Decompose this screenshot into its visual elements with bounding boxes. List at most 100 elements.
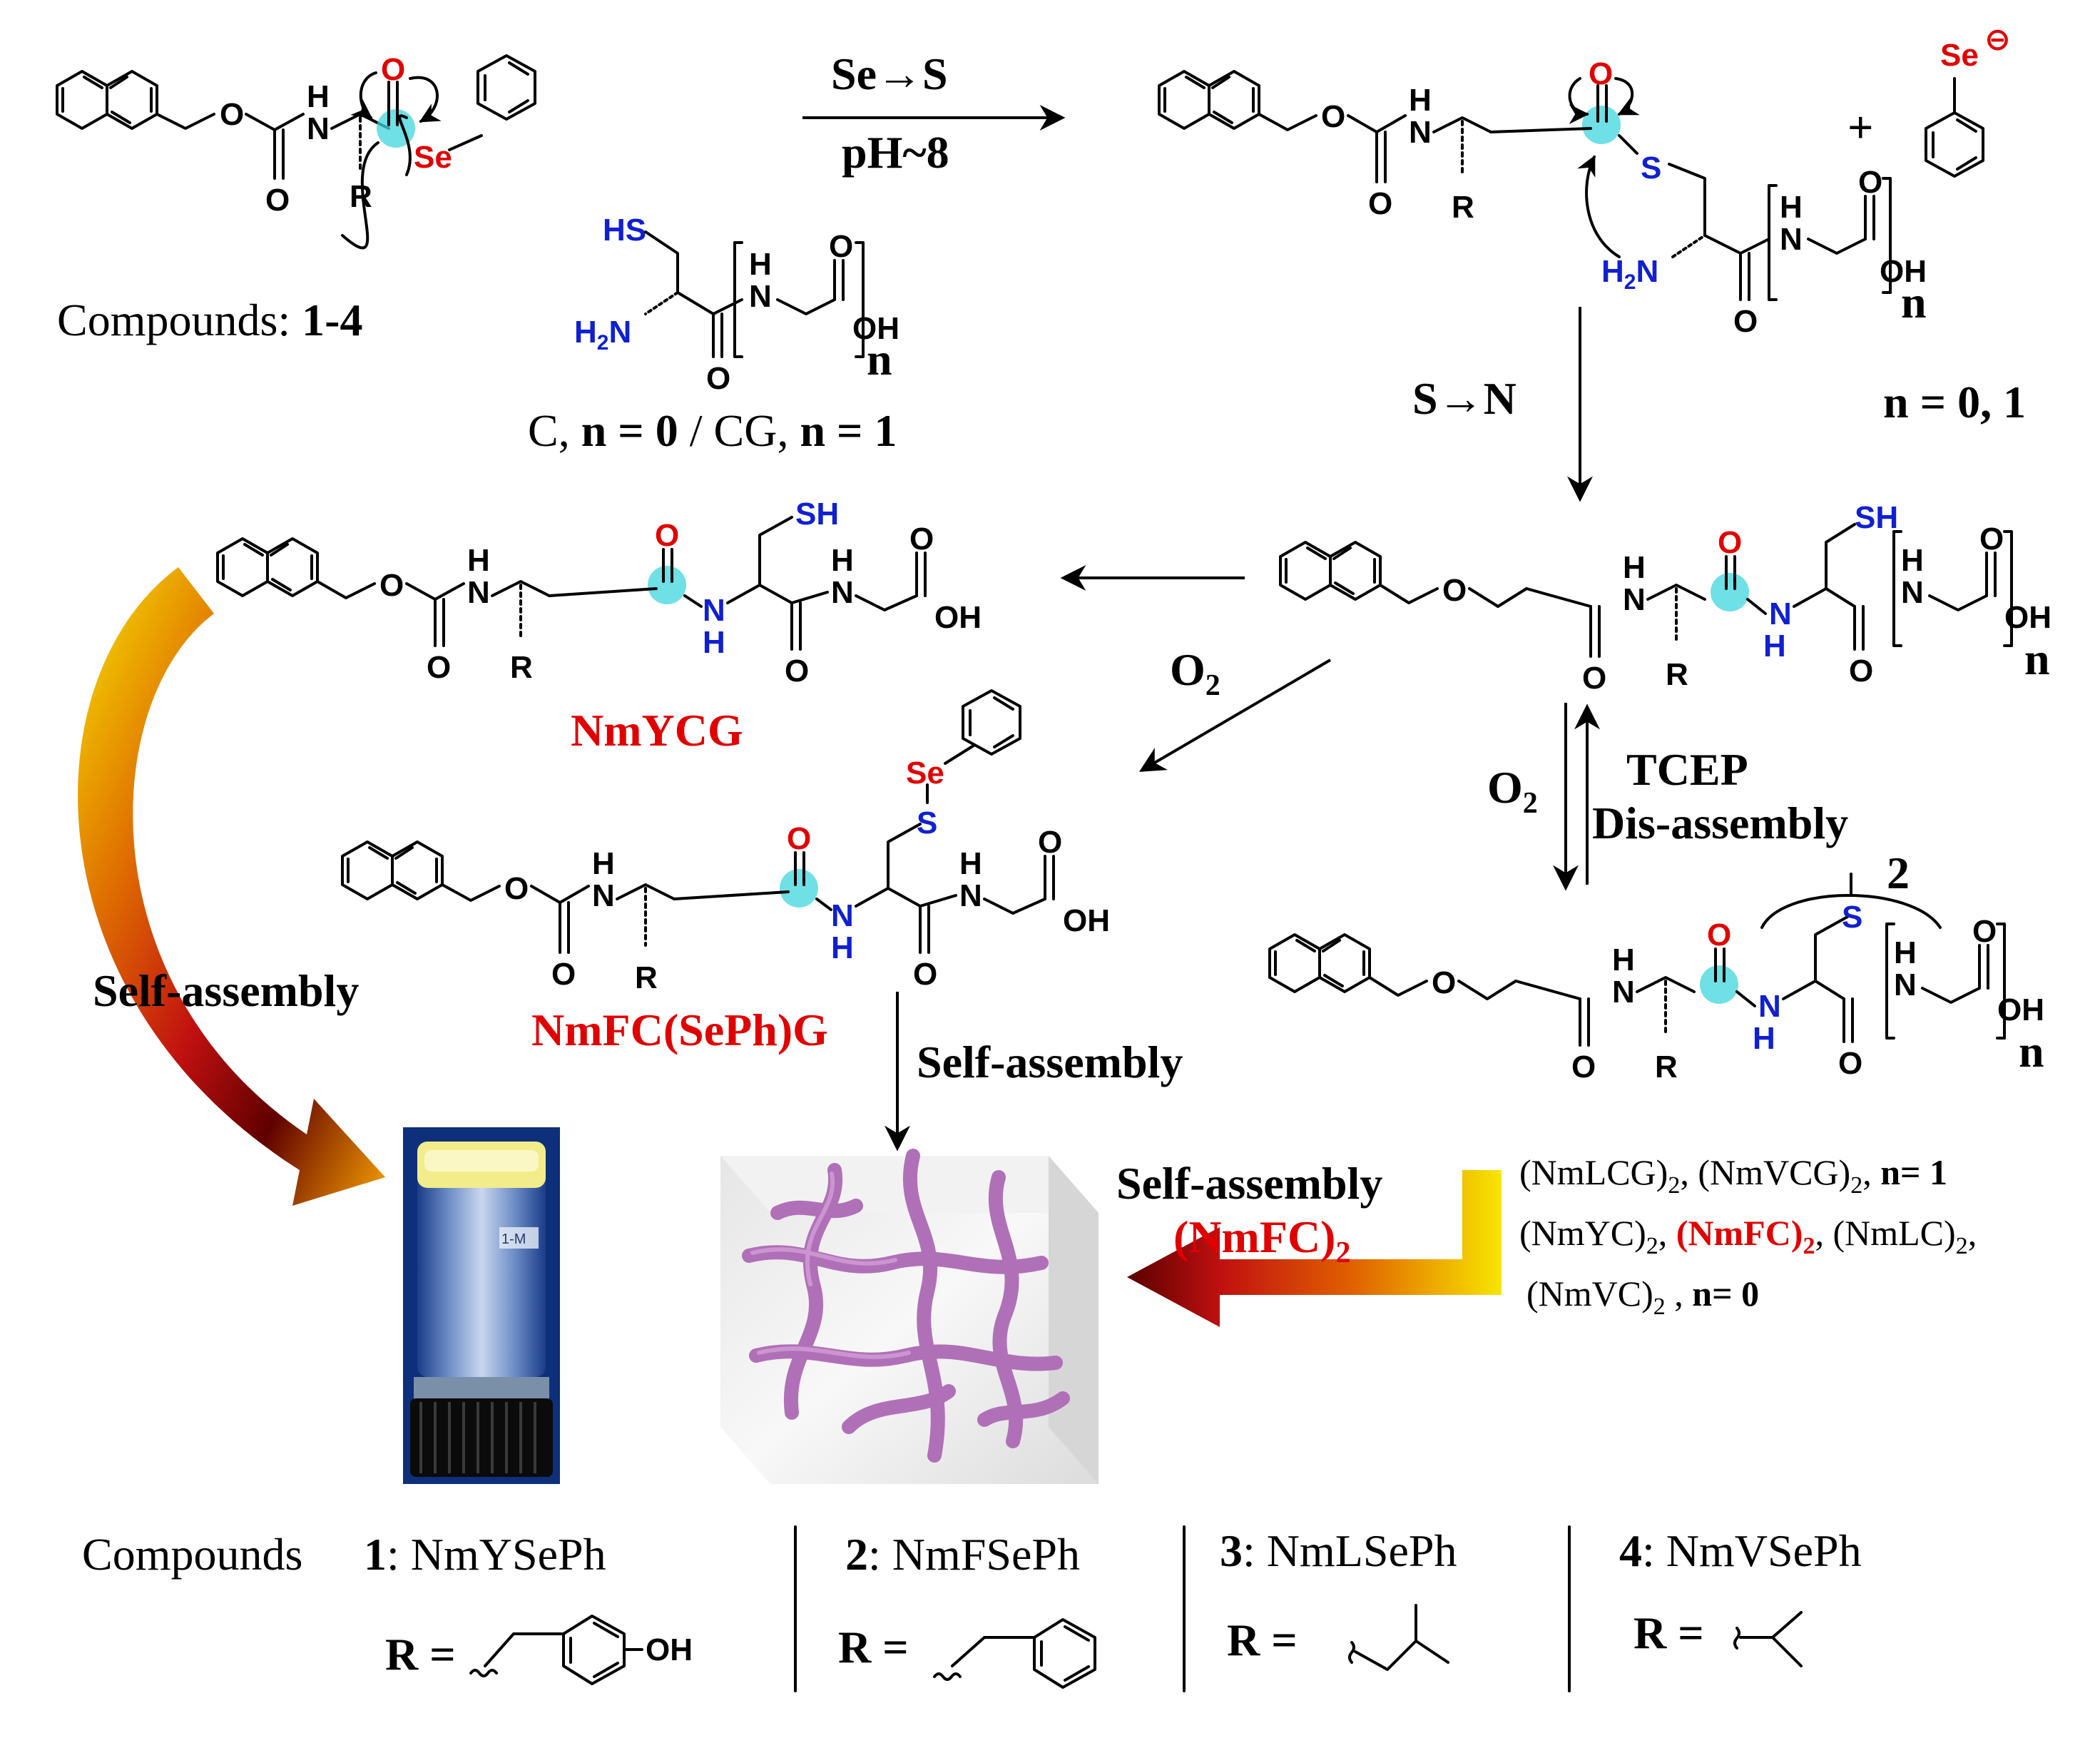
arrow-o2-selenylsulfide: O2	[1138, 644, 1332, 772]
atom-o: O	[1849, 654, 1873, 688]
vial-label: 1-M	[501, 1231, 526, 1247]
label-self-assembly-right: Self-assembly	[1116, 1158, 1382, 1209]
subscript-n: n	[1901, 277, 1927, 327]
compound-thioester: O O H N R O S H2N O H N O OH n	[1158, 56, 1927, 339]
atom-n: N	[1769, 596, 1792, 631]
atom-h: H	[831, 930, 854, 965]
atom-n: N	[1780, 222, 1803, 257]
atom-h: H	[1612, 942, 1635, 977]
atom-h: H	[1780, 190, 1803, 225]
atom-s: S	[917, 806, 937, 840]
atom-sh: SH	[1855, 500, 1898, 535]
atom-s: S	[1641, 151, 1661, 186]
compound-legend: Compounds 1: NmYSePh R = OH 2: NmFSePh R…	[82, 1525, 1862, 1692]
label-nmfc-seph-g: NmFC(SePh)G	[531, 1005, 828, 1055]
atom-h: H	[1623, 550, 1646, 585]
atom-o: O	[1979, 522, 2004, 557]
fiber-network-cube	[720, 1149, 1099, 1484]
atom-n: N	[1901, 575, 1924, 610]
atom-o: O	[381, 52, 405, 87]
compound-nmycg: O O H N R O N H SH O H N O OH	[216, 497, 982, 688]
atom-o: O	[1589, 56, 1613, 91]
legend-item-2: 2: NmFSePh R =	[838, 1529, 1096, 1689]
atom-o: O	[1858, 165, 1882, 200]
atom-o: O	[1571, 1050, 1596, 1084]
legend-item-3: 3: NmLSePh R =	[1220, 1525, 1457, 1671]
atom-oh: OH	[646, 1632, 693, 1667]
atom-h: H	[1409, 83, 1432, 118]
atom-o: O	[1972, 914, 1997, 949]
legend-item-3-r: R =	[1227, 1615, 1298, 1665]
dimer-subscript: 2	[1887, 848, 1910, 898]
atom-sh: SH	[795, 497, 839, 532]
atom-oh: OH	[934, 600, 982, 635]
atom-n: N	[959, 878, 982, 913]
atom-n: N	[467, 575, 490, 610]
condition-se-s: Se→S	[831, 49, 948, 99]
atom-h: H	[1894, 935, 1917, 970]
legend-item-3-name: 3: NmLSePh	[1220, 1525, 1457, 1576]
atom-o: O	[1368, 186, 1392, 221]
atom-h: H	[703, 625, 725, 660]
equilibrium-arrows: O2 TCEP Dis-assembly	[1487, 703, 1848, 891]
atom-oh: OH	[852, 311, 899, 346]
gradient-arrow-left	[78, 567, 386, 1206]
atom-r: R	[635, 960, 658, 995]
carbonyl-highlight	[780, 869, 818, 908]
atom-n: H2N	[574, 315, 631, 355]
atom-h: H	[1763, 629, 1786, 664]
atom-o: O	[551, 957, 576, 992]
atom-n: N	[307, 111, 330, 146]
subscript-n: n	[2024, 634, 2050, 684]
subscript-n: n	[2019, 1026, 2044, 1077]
cys-variants-label: C, n = 0 / CG, n = 1	[528, 405, 897, 456]
subscript-n: n	[867, 334, 892, 385]
compound-phenylselenolate: Se ⊖	[1925, 22, 2011, 178]
atom-o: O	[909, 522, 934, 557]
dimer-list-line2: (NmYC)2, (NmFC)2, (NmLC)2,	[1519, 1213, 1977, 1259]
compound-cysteine: HS H2N O H N O OH n	[574, 213, 899, 396]
atom-o: O	[913, 957, 937, 992]
atom-r: R	[510, 650, 533, 685]
carbonyl-highlight	[1700, 965, 1738, 1004]
dimer-list: (NmLCG)2, (NmVCG)2, n= 1 (NmYC)2, (NmFC)…	[1519, 1152, 1977, 1320]
label-disassembly: Dis-assembly	[1592, 798, 1848, 848]
compound-nmfc-seph-g: O O H N R O N H S Se O H N O OH	[341, 689, 1110, 995]
legend-item-4-name: 4: NmVSePh	[1619, 1525, 1862, 1576]
atom-n: N	[1409, 115, 1432, 150]
arrow-se-to-s: Se→S pH~8	[802, 49, 1066, 178]
atom-n: N	[1758, 989, 1781, 1024]
atom-o: O	[379, 568, 404, 603]
atom-o: O	[504, 871, 529, 906]
atom-o: O	[1707, 918, 1731, 952]
legend-item-4-r: R =	[1633, 1607, 1704, 1658]
compound-thiol-product: O O H N R O N H SH O H N O OH n	[1279, 500, 2051, 696]
carbonyl-highlight	[1711, 573, 1749, 611]
atom-n: N	[592, 878, 615, 913]
atom-o: O	[1038, 825, 1062, 860]
atom-n: N	[831, 575, 854, 610]
atom-n: H2N	[1601, 254, 1658, 294]
atom-h: H	[467, 543, 490, 578]
atom-r: R	[1655, 1050, 1678, 1084]
atom-s: S	[1842, 900, 1862, 935]
atom-o: O	[265, 183, 290, 218]
atom-h: H	[959, 846, 982, 881]
dimer-list-line3: (NmVC)2 , n= 0	[1526, 1274, 1759, 1320]
condition-s-n: S→N	[1412, 373, 1517, 424]
condition-ph: pH~8	[842, 127, 949, 178]
reagent-tcep: TCEP	[1626, 744, 1748, 795]
label-self-assembly: Self-assembly	[917, 1037, 1183, 1087]
atom-o: O	[1733, 304, 1758, 339]
atom-se: Se	[1940, 38, 1979, 73]
legend-compounds-word: Compounds	[82, 1529, 302, 1580]
plus-sign: +	[1847, 102, 1873, 153]
atom-o: O	[785, 654, 809, 688]
atom-o: O	[220, 97, 244, 132]
atom-o: O	[829, 229, 853, 264]
hydrogel-vial-photo: 1-M	[403, 1127, 560, 1484]
atom-r: R	[1666, 657, 1688, 692]
atom-n: N	[749, 279, 772, 314]
atom-r: R	[1452, 190, 1474, 225]
